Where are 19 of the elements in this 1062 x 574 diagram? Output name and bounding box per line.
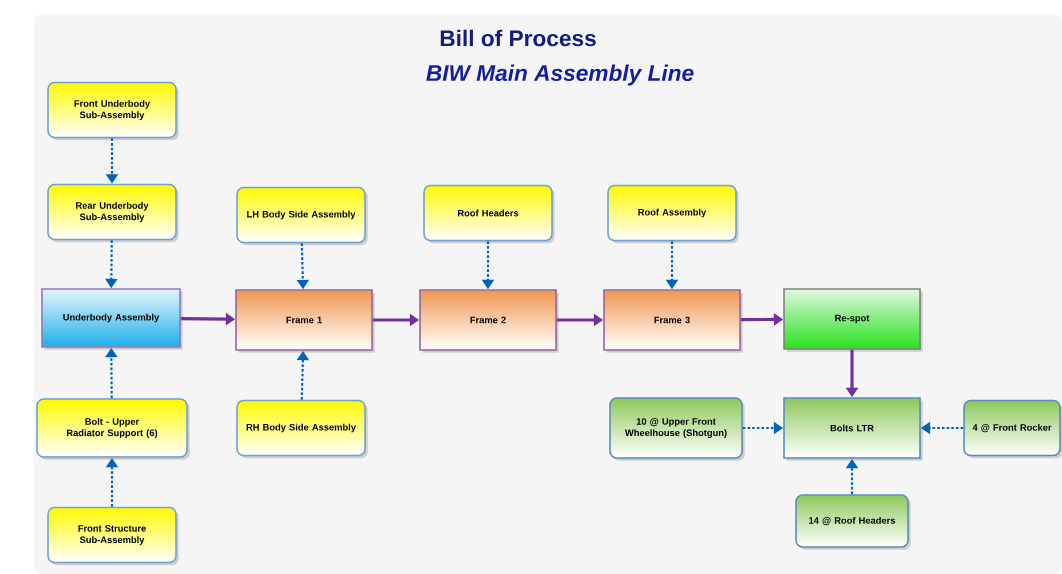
sub-assembly-box: RH Body Side Assembly	[236, 399, 368, 459]
sub-assembly-box: 10 @ Upper Front Wheelhouse (Shotgun)	[609, 397, 745, 461]
subtitle: BIW Main Assembly Line	[426, 64, 694, 86]
sub-assembly-box: Front Underbody Sub-Assembly	[47, 81, 179, 141]
sub-assembly-box: LH Body Side Assembly	[236, 186, 368, 246]
process-box: Frame 3	[603, 289, 743, 353]
process-box: Frame 1	[235, 289, 375, 353]
process-box: Re-spot	[783, 288, 923, 352]
sub-assembly-box: 4 @ Front Rocker	[963, 399, 1062, 459]
sub-assembly-box: Rear Underbody Sub-Assembly	[47, 183, 179, 243]
sub-assembly-box: Bolt - Upper Radiator Support (6)	[36, 398, 190, 460]
title: Bill of Process	[440, 29, 596, 47]
sub-assembly-box: Roof Assembly	[607, 184, 739, 244]
process-box: Underbody Assembly	[41, 288, 183, 350]
sub-assembly-box: Roof Headers	[423, 184, 555, 244]
process-box: Frame 2	[419, 289, 559, 353]
sub-assembly-box: Front Structure Sub-Assembly	[47, 506, 179, 566]
process-box: Bolts LTR	[783, 397, 923, 461]
sub-assembly-box: 14 @ Roof Headers	[795, 494, 911, 550]
